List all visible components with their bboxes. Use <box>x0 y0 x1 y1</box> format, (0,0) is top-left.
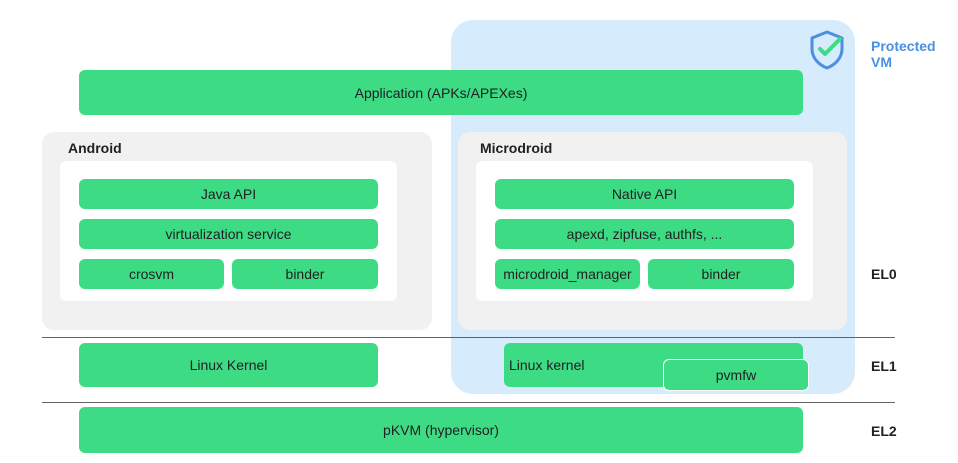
android-binder-box: binder <box>232 259 378 289</box>
protected-vm-label: Protected VM <box>871 38 936 70</box>
virtualization-service-box: virtualization service <box>79 219 378 249</box>
pvmfw-box: pvmfw <box>663 359 809 391</box>
protected-vm-label-line2: VM <box>871 54 892 70</box>
microdroid-services-box: apexd, zipfuse, authfs, ... <box>495 219 794 249</box>
java-api-box: Java API <box>79 179 378 209</box>
microdroid-binder-box: binder <box>648 259 794 289</box>
shield-check-icon <box>809 30 845 70</box>
el2-label: EL2 <box>871 423 897 439</box>
el1-label: EL1 <box>871 358 897 374</box>
el1-el2-divider <box>42 402 895 403</box>
protected-vm-label-line1: Protected <box>871 38 936 54</box>
pkvm-hypervisor-box: pKVM (hypervisor) <box>79 407 803 453</box>
android-title: Android <box>68 140 122 156</box>
native-api-box: Native API <box>495 179 794 209</box>
application-box: Application (APKs/APEXes) <box>79 70 803 115</box>
guest-linux-kernel-label: Linux kernel <box>509 357 585 373</box>
el0-label: EL0 <box>871 266 897 282</box>
el0-el1-divider <box>42 337 895 338</box>
host-linux-kernel-box: Linux Kernel <box>79 343 378 387</box>
microdroid-manager-box: microdroid_manager <box>495 259 640 289</box>
microdroid-title: Microdroid <box>480 140 553 156</box>
crosvm-box: crosvm <box>79 259 224 289</box>
